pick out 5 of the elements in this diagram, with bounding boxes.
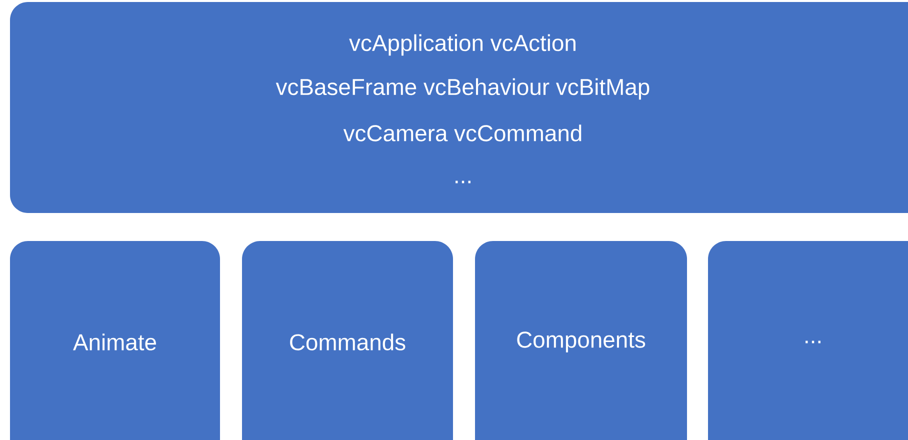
module-box: Commands (242, 241, 453, 440)
module-box: Animate (10, 241, 220, 440)
module-box: ... (708, 241, 908, 440)
module-box: Components (475, 241, 687, 440)
banner-box: vcApplication vcAction vcBaseFrame vcBehaviour vcBitMap vcCamera vcCommand ... (10, 2, 908, 213)
